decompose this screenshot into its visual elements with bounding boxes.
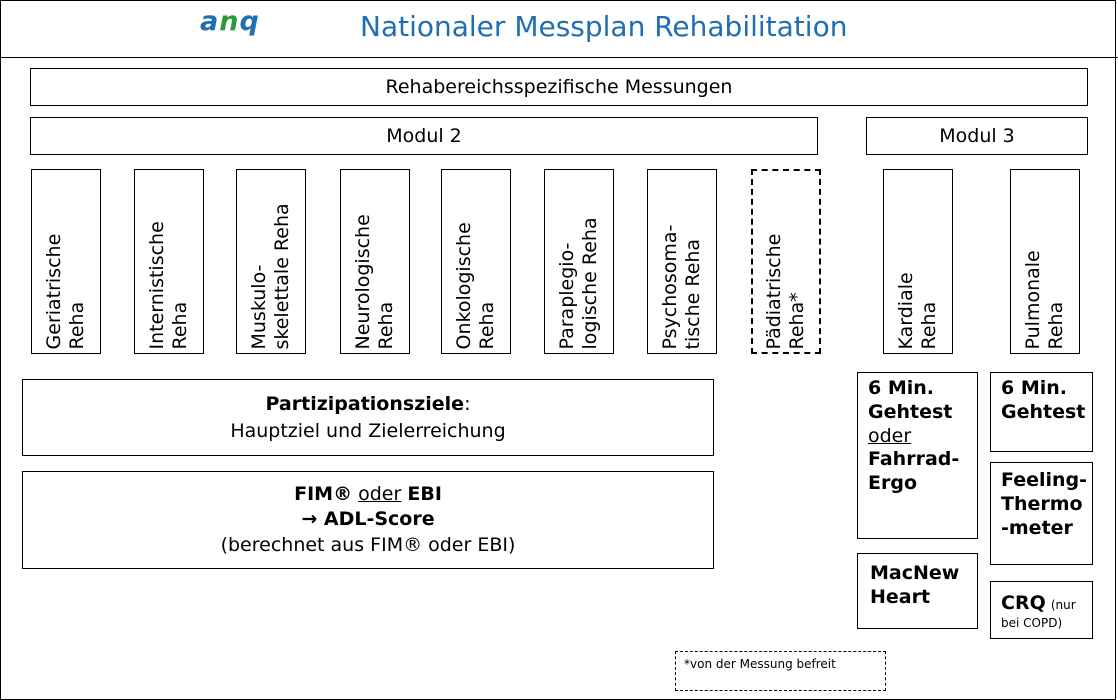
reha-paediatrisch: Pädiatrische Reha* [751,169,821,354]
kardial-walk-test-box: 6 Min. Gehtest oder Fahrrad- Ergo [857,372,978,539]
reha-onkologisch: Onkologische Reha [441,169,511,354]
adl-score: → ADL-Score [301,508,435,531]
modul3-label: Modul 3 [939,125,1015,147]
macnew-heart-box: MacNew Heart [857,553,978,629]
reha-internistisch: Internistische Reha [134,169,204,354]
ebi-label: EBI [407,482,442,505]
reha-muskuloskelettal: Muskulo- skelettale Reha [236,169,306,354]
banner-box: Rehabereichsspezifische Messungen [30,68,1088,106]
fim-box: FIM® oder EBI → ADL-Score (berechnet aus… [22,471,714,569]
modul2-label: Modul 2 [386,125,462,147]
reha-kardial: Kardiale Reha [883,169,953,354]
modul2-box: Modul 2 [30,117,818,155]
banner-label: Rehabereichsspezifische Messungen [385,76,733,98]
reha-paraplegiologisch: Paraplegio- logische Reha [544,169,614,354]
fim-label: FIM® [294,482,353,505]
anq-logo: anq [200,6,260,37]
fim-note: (berechnet aus FIM® oder EBI) [220,533,516,556]
reha-geriatrisch: Geriatrische Reha [31,169,101,354]
footnote: *von der Messung befreit [675,651,886,691]
participation-subtitle: Hauptziel und Zielerreichung [230,419,506,442]
reha-psychosomatisch: Psychosoma- tische Reha [647,169,717,354]
reha-pulmonal: Pulmonale Reha [1010,169,1080,354]
modul3-box: Modul 3 [866,117,1088,155]
participation-box: Partizipationsziele: Hauptziel und Ziele… [22,379,714,456]
reha-neurologisch: Neurologische Reha [340,169,410,354]
participation-title: Partizipationsziele [265,392,465,415]
feeling-thermometer-box: Feeling- Thermo -meter [990,462,1093,565]
page-title: Nationaler Messplan Rehabilitation [360,10,848,43]
pulmonal-walk-test-box: 6 Min. Gehtest [990,372,1093,452]
header: anq Nationaler Messplan Rehabilitation [0,0,1118,58]
crq-box: CRQ (nur bei COPD) [990,581,1093,639]
